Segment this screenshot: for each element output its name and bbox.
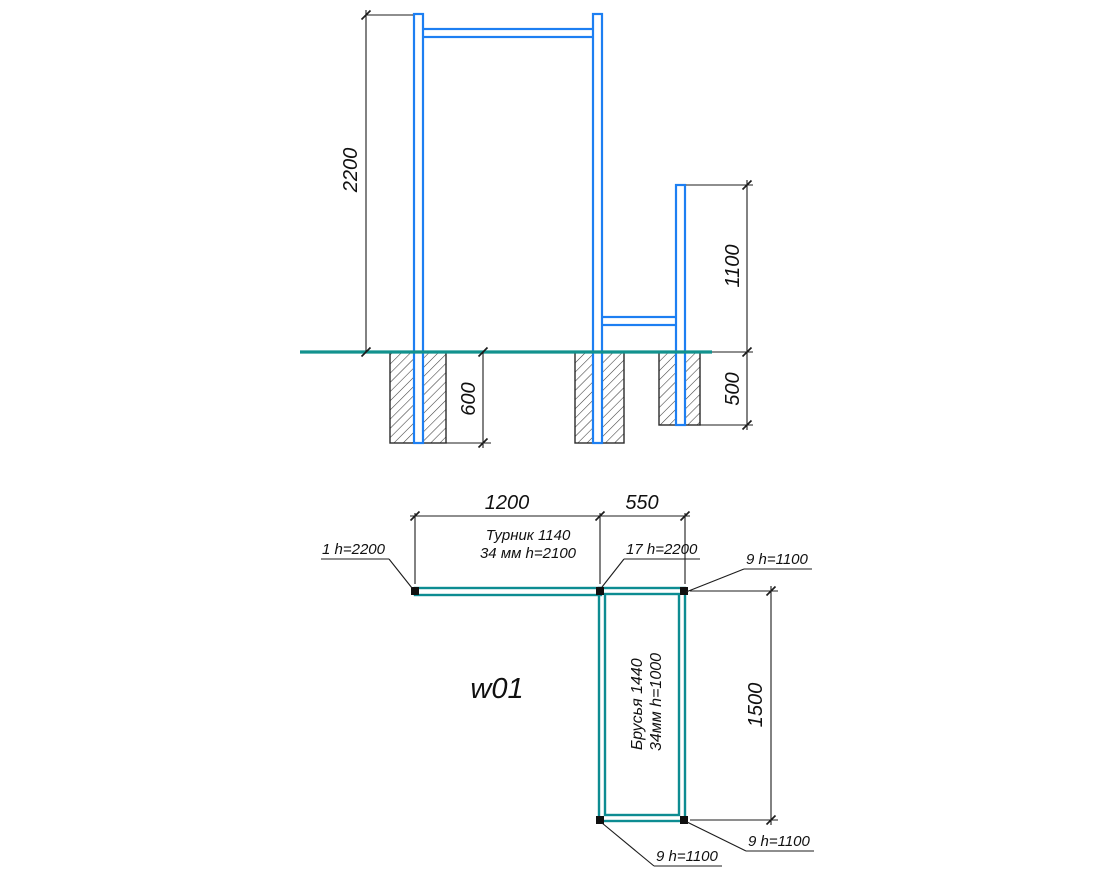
dim-text-1200: 1200 <box>485 492 530 514</box>
post-marker-top-right <box>680 587 688 595</box>
leader-text-post-middle: 17 h=2200 <box>626 541 698 558</box>
brusya-label-line1: Брусья 1440 <box>629 658 646 750</box>
post-marker-middle <box>596 587 604 595</box>
dim-600: 600 <box>446 346 491 449</box>
plan-view: 1200 550 Турник 1140 34 мм h=2100 <box>321 492 814 867</box>
dim-text-600: 600 <box>458 382 480 415</box>
turnik-label-line2: 34 мм h=2100 <box>480 545 577 562</box>
post-marker-bottom-right <box>680 816 688 824</box>
dim-text-500: 500 <box>722 372 744 405</box>
dim-ticks <box>360 9 372 358</box>
turnik-bar-plan <box>413 586 603 597</box>
dim-ticks <box>765 585 777 826</box>
dim-1200-550: 1200 550 <box>409 492 691 584</box>
post-marker-bottom-left <box>596 816 604 824</box>
leader-post-left: 1 h=2200 <box>321 541 413 589</box>
turnik-label-line1: Турник 1140 <box>486 527 571 544</box>
dim-text-1500: 1500 <box>745 683 767 728</box>
elevation-view: 2200 1100 500 <box>300 9 753 449</box>
dim-text-550: 550 <box>625 492 658 514</box>
post-marker-left <box>411 587 419 595</box>
turnik-label: Турник 1140 34 мм h=2100 <box>480 527 577 562</box>
leader-post-top-right: 9 h=1100 <box>685 551 812 593</box>
dim-text-2200: 2200 <box>340 148 362 194</box>
leader-post-bottom-left: 9 h=1100 <box>601 822 722 867</box>
dim-1100: 1100 <box>686 179 753 358</box>
top-crossbar <box>418 27 600 39</box>
dim-1500: 1500 <box>690 585 778 826</box>
leader-post-middle: 17 h=2200 <box>601 541 700 588</box>
brusya-label: Брусья 1440 34мм h=1000 <box>629 653 665 751</box>
leader-text-post-left: 1 h=2200 <box>322 541 386 558</box>
left-post <box>412 12 425 445</box>
right-post <box>674 183 687 427</box>
middle-post <box>591 12 604 445</box>
dim-text-1100: 1100 <box>722 244 744 287</box>
dim-ticks <box>477 346 489 449</box>
brusya-outline-inner <box>603 592 681 817</box>
leader-post-bottom-right: 9 h=1100 <box>686 821 814 852</box>
dim-2200: 2200 <box>340 9 413 358</box>
brusya-label-line2: 34мм h=1000 <box>648 653 665 751</box>
leader-text-post-top-right: 9 h=1100 <box>746 551 809 568</box>
low-crossbar <box>594 315 682 327</box>
leader-text-post-bottom-left: 9 h=1100 <box>656 848 719 865</box>
dim-500: 500 <box>700 351 753 431</box>
leader-text-post-bottom-right: 9 h=1100 <box>748 833 811 850</box>
post-markers <box>411 587 688 824</box>
dim-ticks <box>409 510 691 522</box>
drawing-code: w01 <box>470 673 523 705</box>
dim-ticks <box>741 419 753 431</box>
brusya-outline-outer <box>597 586 687 823</box>
